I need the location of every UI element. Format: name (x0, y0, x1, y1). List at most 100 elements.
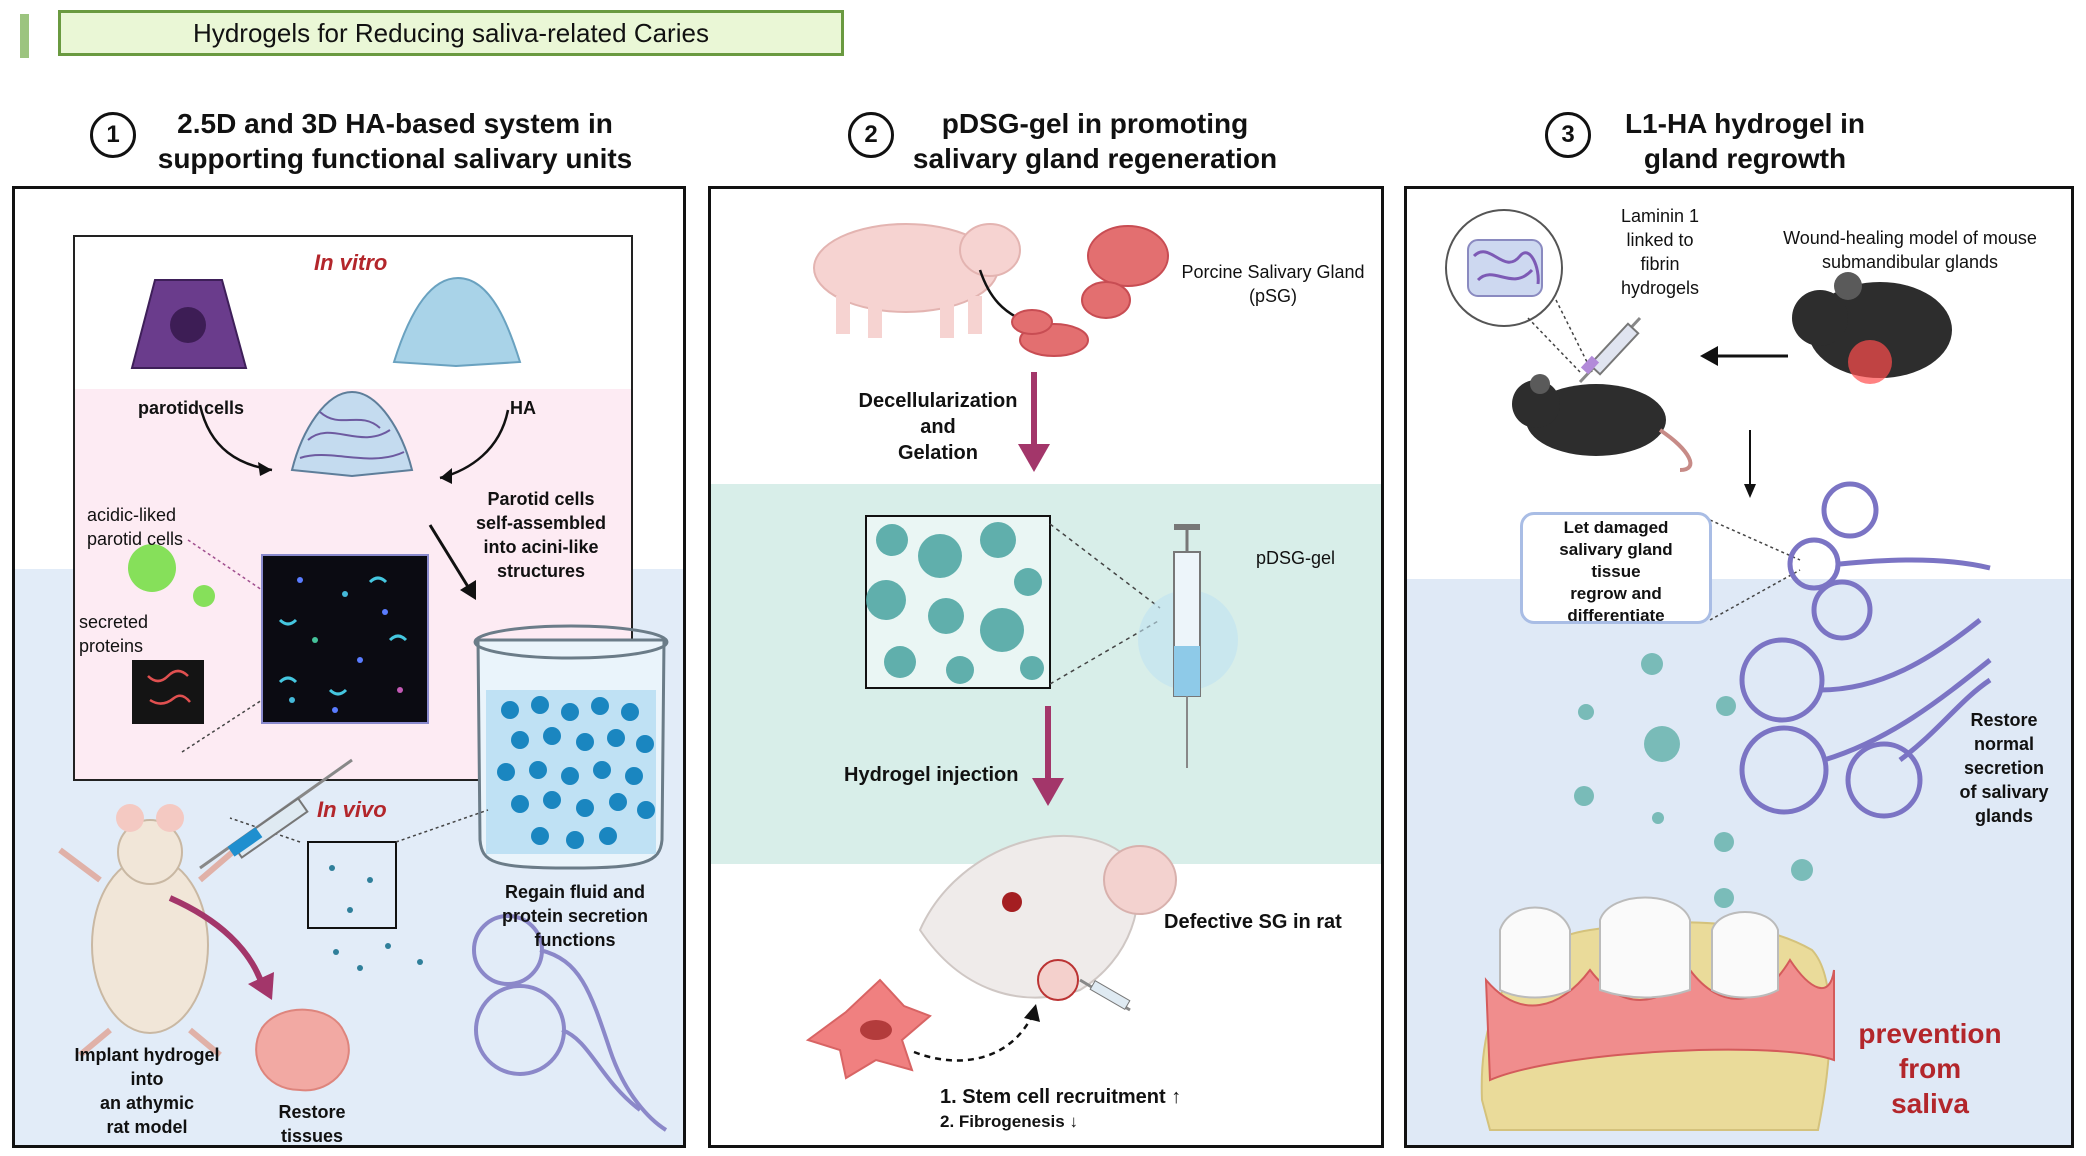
treated-mouse-icon (1512, 374, 1693, 472)
outcome-2-text: 2. Fibrogenesis (940, 1112, 1065, 1131)
panel2-title-line2: salivary gland regeneration (912, 143, 1278, 174)
regain-line1: Regain fluid and (504, 882, 645, 902)
wound-healing-label: Wound-healing model of mouse submandibul… (1760, 226, 2060, 274)
panel3-title-line1: L1-HA hydrogel in (1624, 108, 1866, 139)
rat-head-icon (918, 834, 1177, 1001)
damaged-line4: regrow and (1570, 584, 1662, 603)
regain-line3: functions (534, 930, 616, 950)
secreted-proteins-line2: proteins (79, 636, 144, 656)
regain-secretion-label: Regain fluid and protein secretion funct… (488, 880, 662, 952)
restore-sec-line3: secretion (1963, 758, 2045, 778)
implant-hydrogel-label: Implant hydrogel into an athymic rat mod… (62, 1043, 232, 1139)
panel2-title-line1: pDSG-gel in promoting (941, 108, 1249, 139)
implant-line4: rat model (106, 1117, 188, 1137)
green-parotid-cell-icon (128, 544, 176, 592)
damaged-tissue-callout: Let damaged salivary gland tissue regrow… (1520, 512, 1712, 625)
restored-tissue-icon (255, 1008, 350, 1092)
restore-sec-line1: Restore (1970, 710, 2038, 730)
restore-sec-line2: normal (1973, 734, 2034, 754)
decell-line3: Gelation (897, 442, 978, 464)
restore-tissues-line1: Restore (278, 1102, 346, 1122)
regrown-salivary-gland-icon (1739, 481, 1992, 819)
wound-line1: Wound-healing model of mouse (1783, 228, 2037, 248)
ha-dome-icon (392, 276, 522, 368)
defective-sg-label: Defective SG in rat (1164, 911, 1342, 933)
prevention-line1: prevention (1858, 1018, 2002, 1049)
hydrogel-beads (497, 696, 655, 849)
self-assembled-line4: structures (496, 561, 586, 581)
secreted-protein-box (132, 660, 204, 724)
damaged-line5: differentiate (1567, 606, 1665, 625)
secreted-proteins-label: secreted proteins (79, 610, 148, 658)
panel3-title-line2: gland regrowth (1643, 143, 1847, 174)
restore-tissues-line2: tissues (280, 1126, 344, 1146)
damaged-line1: Let damaged (1563, 518, 1669, 537)
psg-line2: (pSG) (1248, 286, 1297, 306)
restore-sec-line4: of salivary (1959, 782, 2049, 802)
small-green-cell-icon (193, 585, 215, 607)
fluorescent-particles (278, 576, 408, 713)
restore-secretion-label: Restore normal secretion of salivary gla… (1944, 708, 2064, 828)
implant-line2: into (130, 1069, 164, 1089)
panel3-number: 3 (1545, 112, 1591, 158)
porcine-salivary-gland-icon (1011, 225, 1169, 357)
figure-title: Hydrogels for Reducing saliva-related Ca… (58, 10, 844, 56)
laminin-label: Laminin 1 linked to fibrin hydrogels (1600, 204, 1720, 300)
parotid-nucleus-icon (170, 307, 206, 343)
panel2-number: 2 (848, 112, 894, 158)
self-assembled-line2: self-assembled (475, 513, 607, 533)
panel3-title: L1-HA hydrogel in gland regrowth (1590, 106, 1900, 176)
hydrogel-injection-label: Hydrogel injection (844, 764, 1019, 786)
panel2-title: pDSG-gel in promoting salivary gland reg… (890, 106, 1300, 176)
ha-label: HA (510, 398, 536, 418)
acidic-liked-line1: acidic-liked (87, 505, 177, 525)
accent-bar (20, 14, 29, 58)
self-assembled-line1: Parotid cells (487, 489, 595, 509)
decell-line1: Decellularization (858, 390, 1018, 412)
acidic-liked-label: acidic-liked parotid cells (87, 503, 183, 551)
up-arrow-icon: ↑ (1171, 1086, 1182, 1108)
damaged-line3: tissue (1591, 562, 1641, 581)
decell-line2: and (920, 416, 956, 438)
outcome-1: 1. Stem cell recruitment ↑ (940, 1086, 1181, 1109)
panel1-title-line1: 2.5D and 3D HA-based system in (177, 108, 613, 139)
laminin-line4: hydrogels (1620, 278, 1700, 298)
prevention-line2: from (1898, 1053, 1962, 1084)
regain-line2: protein secretion (501, 906, 649, 926)
self-assembled-label: Parotid cells self-assembled into acini-… (466, 487, 616, 583)
prevention-label: prevention from saliva (1850, 1016, 2010, 1121)
invivo-inset-box (307, 841, 397, 929)
prevention-line3: saliva (1891, 1088, 1969, 1119)
decellularization-label: Decellularization and Gelation (848, 388, 1028, 466)
restore-tissues-label: Restore tissues (262, 1100, 362, 1148)
psg-line1: Porcine Salivary Gland (1181, 262, 1365, 282)
laminin-line3: fibrin (1640, 254, 1680, 274)
panel1-number: 1 (90, 112, 136, 158)
secreted-proteins-line1: secreted (79, 612, 149, 632)
wound-mouse-icon (1792, 272, 1952, 384)
implant-line3: an athymic (99, 1093, 195, 1113)
laminin-line1: Laminin 1 (1620, 206, 1700, 226)
panel1-title: 2.5D and 3D HA-based system in supportin… (150, 106, 640, 176)
outcome-1-text: 1. Stem cell recruitment (940, 1086, 1166, 1108)
pdsg-gel-label: pDSG-gel (1256, 548, 1336, 568)
self-assembled-line3: into acini-like (483, 537, 599, 557)
wound-line2: submandibular glands (1821, 252, 1999, 272)
invivo-label: In vivo (317, 797, 387, 822)
invitro-label: In vitro (314, 250, 388, 275)
parotid-cells-label: parotid cells (138, 398, 245, 418)
l1-ha-syringe-icon (1578, 316, 1642, 384)
syringe-icon-panel1 (199, 758, 353, 870)
saliva-droplets (1574, 653, 1813, 908)
damaged-line2: salivary gland (1559, 540, 1673, 559)
down-arrow-icon: ↓ (1069, 1112, 1078, 1131)
implant-line1: Implant hydrogel (74, 1045, 220, 1065)
laminin-line2: linked to (1626, 230, 1694, 250)
secretion-microscopy-box (261, 554, 429, 724)
panel1-title-line2: supporting functional salivary units (157, 143, 633, 174)
pig-icon (813, 223, 1021, 338)
salivary-gland-sketch-panel1 (472, 914, 668, 1132)
